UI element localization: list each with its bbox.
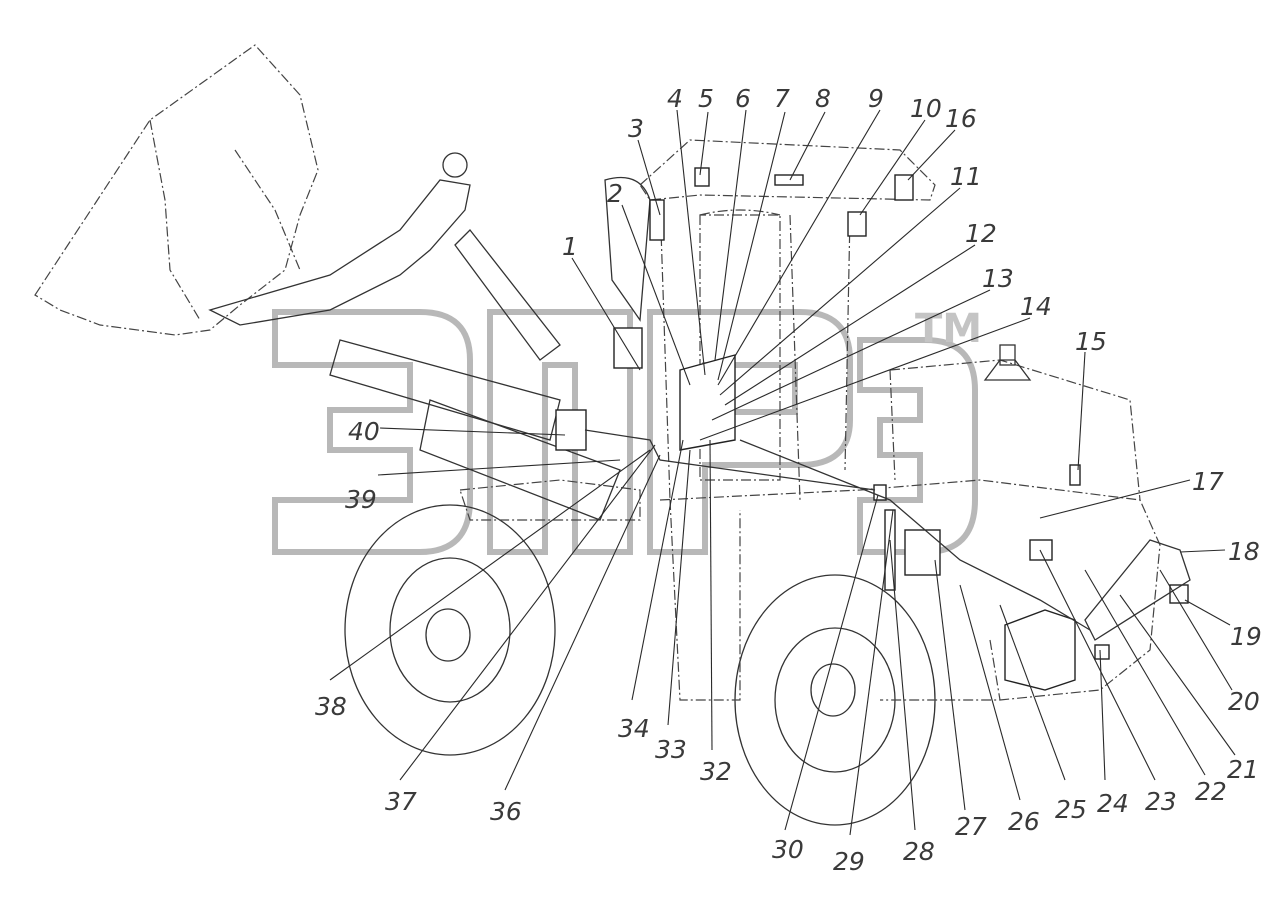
callout-38: 38 xyxy=(315,692,347,721)
callout-4: 4 xyxy=(667,84,683,113)
callout-26: 26 xyxy=(1008,807,1040,836)
wiper-3 xyxy=(649,199,665,241)
chassis xyxy=(459,344,1161,701)
lamp-5 xyxy=(694,167,710,187)
callout-8: 8 xyxy=(815,84,831,113)
callout-1: 1 xyxy=(562,232,578,261)
bucket xyxy=(34,44,319,336)
callout-22: 22 xyxy=(1195,777,1227,806)
callout-15: 15 xyxy=(1075,327,1107,356)
callout-3: 3 xyxy=(628,114,644,143)
connector-30 xyxy=(873,484,887,501)
callout-labels: 1 2 3 4 5 6 7 8 9 10 16 11 12 13 14 15 1… xyxy=(315,84,1262,876)
lamp-24 xyxy=(1094,644,1110,660)
sensor-15 xyxy=(1069,464,1081,486)
callout-6: 6 xyxy=(735,84,751,113)
callout-37: 37 xyxy=(385,787,417,816)
front-wheel xyxy=(344,504,556,756)
callout-34: 34 xyxy=(618,714,650,743)
control-box-40 xyxy=(555,409,587,451)
callout-9: 9 xyxy=(868,84,884,113)
lift-arm xyxy=(208,152,621,521)
leader-lines xyxy=(329,109,1236,836)
cab xyxy=(604,139,936,501)
callout-40: 40 xyxy=(348,417,380,446)
lamp-8 xyxy=(774,174,804,186)
worklight-16 xyxy=(894,174,914,201)
callout-14: 14 xyxy=(1020,292,1052,321)
callout-17: 17 xyxy=(1192,467,1224,496)
callout-23: 23 xyxy=(1145,787,1177,816)
harness-28 xyxy=(884,509,896,591)
watermark-trademark: TM xyxy=(915,306,982,352)
callout-39: 39 xyxy=(345,485,377,514)
callout-11: 11 xyxy=(950,162,982,191)
relay-23 xyxy=(1029,539,1053,561)
callout-16: 16 xyxy=(945,104,977,133)
worklight-10 xyxy=(847,211,867,237)
callout-2: 2 xyxy=(607,179,623,208)
callout-21: 21 xyxy=(1227,755,1259,784)
callout-12: 12 xyxy=(965,219,997,248)
callout-5: 5 xyxy=(698,84,714,113)
callout-20: 20 xyxy=(1228,687,1260,716)
callout-30: 30 xyxy=(772,835,804,864)
callout-13: 13 xyxy=(982,264,1014,293)
callout-19: 19 xyxy=(1230,622,1262,651)
callout-29: 29 xyxy=(833,847,865,876)
callout-10: 10 xyxy=(910,94,942,123)
starter-27 xyxy=(904,529,941,576)
callout-36: 36 xyxy=(490,797,522,826)
callout-7: 7 xyxy=(774,84,790,113)
callout-27: 27 xyxy=(955,812,987,841)
callout-18: 18 xyxy=(1228,537,1260,566)
callout-25: 25 xyxy=(1055,795,1087,824)
callout-33: 33 xyxy=(655,735,687,764)
callout-32: 32 xyxy=(700,757,732,786)
callout-24: 24 xyxy=(1097,789,1129,818)
callout-28: 28 xyxy=(903,837,935,866)
battery xyxy=(1004,609,1076,691)
